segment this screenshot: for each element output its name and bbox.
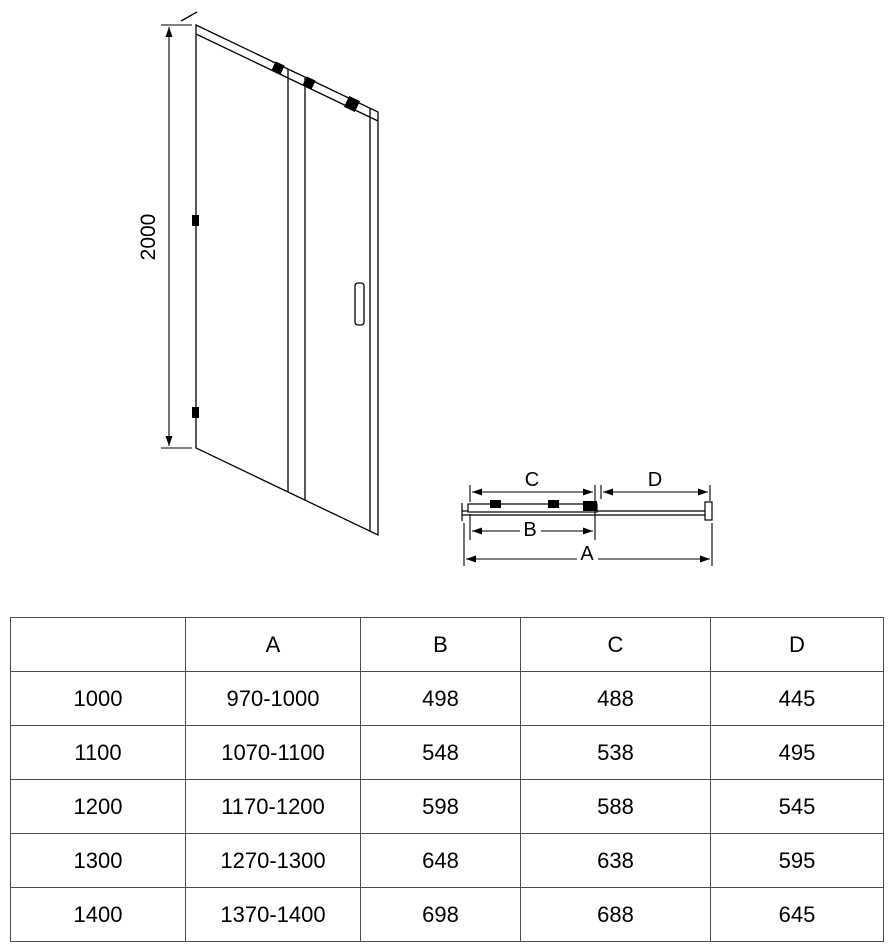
roller-icon	[302, 76, 316, 90]
roller-icon	[271, 61, 285, 75]
cell-a: 1370-1400	[185, 887, 361, 942]
height-dimension-label: 2000	[137, 214, 160, 261]
plan-bracket-icon	[583, 501, 597, 511]
dimension-table: A B C D 1000 970-1000 498 488 445 1100 1…	[10, 617, 884, 942]
cell-a: 1070-1100	[185, 725, 361, 780]
plan-view	[461, 500, 713, 521]
cell-c: 688	[520, 887, 711, 942]
plan-rollers	[490, 500, 597, 511]
plan-door-panel	[467, 503, 598, 513]
cell-d: 595	[710, 833, 884, 888]
cell-d: 445	[710, 671, 884, 726]
cell-a: 1170-1200	[185, 779, 361, 834]
plan-dimensions: C D B A	[463, 469, 713, 566]
dim-d-label: D	[648, 469, 662, 491]
table-row: 1400 1370-1400 698 688 645	[10, 887, 884, 942]
cell-b: 648	[360, 833, 521, 888]
roller-icon	[344, 96, 360, 112]
cell-a: 1270-1300	[185, 833, 361, 888]
cell-c: 538	[520, 725, 711, 780]
wall-mount-clips	[192, 215, 199, 418]
cell-size: 1400	[10, 887, 186, 942]
col-header-b: B	[360, 617, 521, 672]
cell-size: 1300	[10, 833, 186, 888]
cell-c: 488	[520, 671, 711, 726]
cell-b: 698	[360, 887, 521, 942]
label-mask	[577, 543, 598, 564]
front-view	[180, 11, 379, 537]
col-header-size	[10, 617, 186, 672]
corner-tick	[180, 11, 198, 22]
cell-size: 1100	[10, 725, 186, 780]
table-row: 1200 1170-1200 598 588 545	[10, 779, 884, 834]
cell-c: 638	[520, 833, 711, 888]
cell-d: 545	[710, 779, 884, 834]
wall-profile	[704, 501, 713, 521]
plan-roller-icon	[490, 500, 501, 508]
door-rollers	[271, 61, 360, 112]
door-frame-outline	[195, 23, 379, 537]
cell-size: 1200	[10, 779, 186, 834]
cell-d: 645	[710, 887, 884, 942]
wall-clip-icon	[192, 215, 199, 226]
table-row: 1000 970-1000 498 488 445	[10, 671, 884, 726]
cell-a: 970-1000	[185, 671, 361, 726]
dim-a-label: A	[580, 543, 594, 565]
height-dimension: 2000	[137, 24, 192, 449]
col-header-a: A	[185, 617, 361, 672]
dim-c-label: C	[525, 469, 539, 491]
table-row: 1100 1070-1100 548 538 495	[10, 725, 884, 780]
col-header-d: D	[710, 617, 884, 672]
plan-roller-icon	[548, 500, 559, 508]
label-mask	[520, 518, 541, 539]
cell-d: 495	[710, 725, 884, 780]
cell-size: 1000	[10, 671, 186, 726]
col-header-c: C	[520, 617, 711, 672]
cell-b: 598	[360, 779, 521, 834]
dim-b-label: B	[523, 519, 536, 541]
table-header-row: A B C D	[10, 617, 884, 672]
cell-b: 548	[360, 725, 521, 780]
table-row: 1300 1270-1300 648 638 595	[10, 833, 884, 888]
technical-drawing: 2000	[137, 11, 713, 566]
wall-clip-icon	[192, 407, 199, 418]
door-handle	[354, 282, 365, 326]
cell-b: 498	[360, 671, 521, 726]
cell-c: 588	[520, 779, 711, 834]
